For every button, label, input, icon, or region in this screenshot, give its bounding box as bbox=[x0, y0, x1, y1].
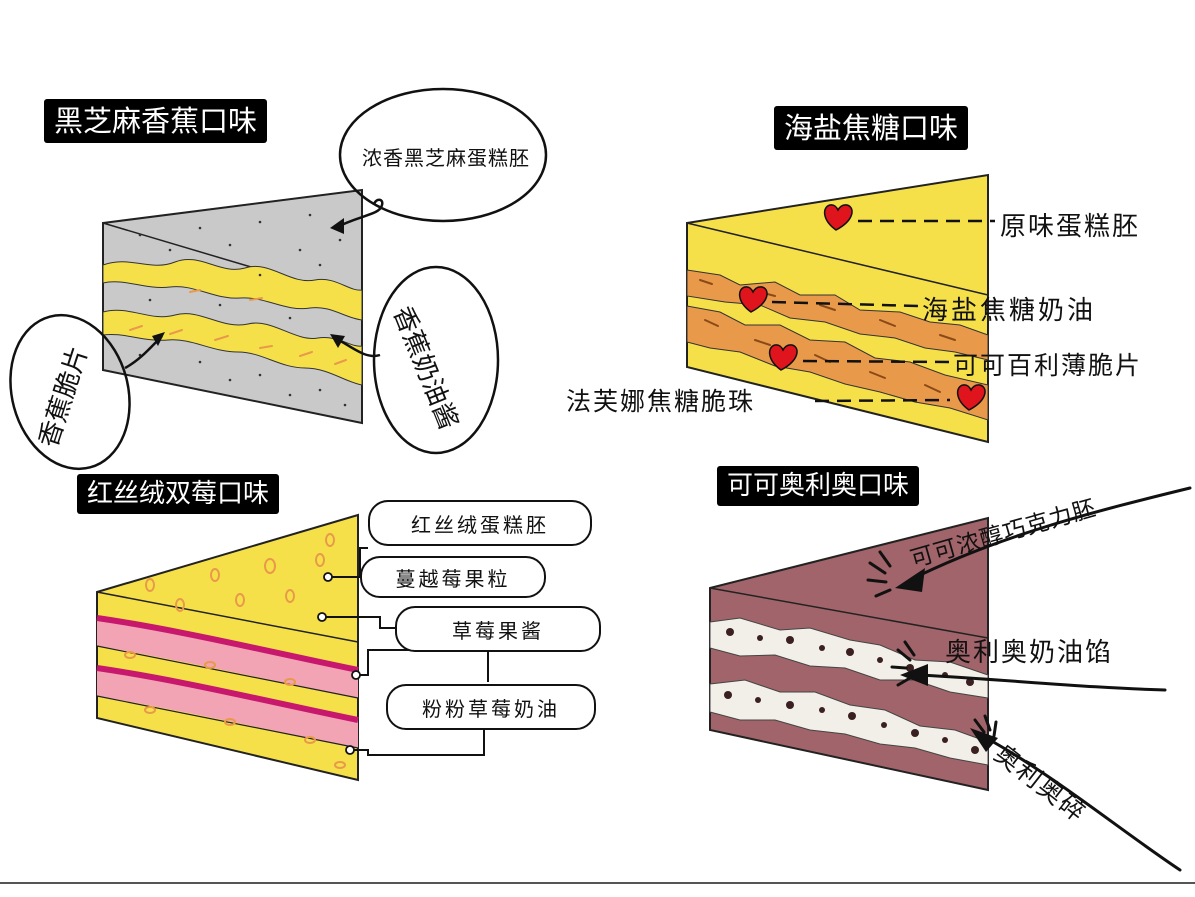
redvelvet-cream-pill: 粉粉草莓奶油 bbox=[386, 684, 596, 730]
redvelvet-cranberry-pill: 蔓越莓果粒 bbox=[360, 556, 546, 598]
seasalt-sponge-label: 原味蛋糕胚 bbox=[1000, 212, 1141, 242]
sesame-sponge-label: 浓香黑芝麻蛋糕胚 bbox=[362, 146, 530, 170]
bottom-divider bbox=[0, 882, 1195, 884]
redvelvet-sponge-pill: 红丝绒蛋糕胚 bbox=[368, 500, 592, 546]
oreo-title: 可可奥利奥口味 bbox=[717, 466, 920, 506]
seasalt-cocoa-label: 可可百利薄脆片 bbox=[953, 351, 1143, 380]
seasalt-cream-label: 海盐焦糖奶油 bbox=[922, 296, 1097, 326]
redvelvet-title: 红丝绒双莓口味 bbox=[77, 474, 280, 514]
redvelvet-berry-cake bbox=[96, 513, 489, 782]
seasalt-pearl-label: 法芙娜焦糖脆珠 bbox=[566, 387, 756, 416]
redvelvet-jam-pill: 草莓果酱 bbox=[395, 606, 601, 652]
oreo-filling-label: 奥利奥奶油馅 bbox=[945, 638, 1114, 668]
sesame-title: 黑芝麻香蕉口味 bbox=[44, 99, 268, 143]
sesame-banana-cake bbox=[9, 87, 548, 471]
seasalt-title: 海盐焦糖口味 bbox=[774, 106, 969, 150]
seasalt-caramel-cake bbox=[686, 173, 995, 444]
cocoa-oreo-cake bbox=[709, 486, 1192, 872]
